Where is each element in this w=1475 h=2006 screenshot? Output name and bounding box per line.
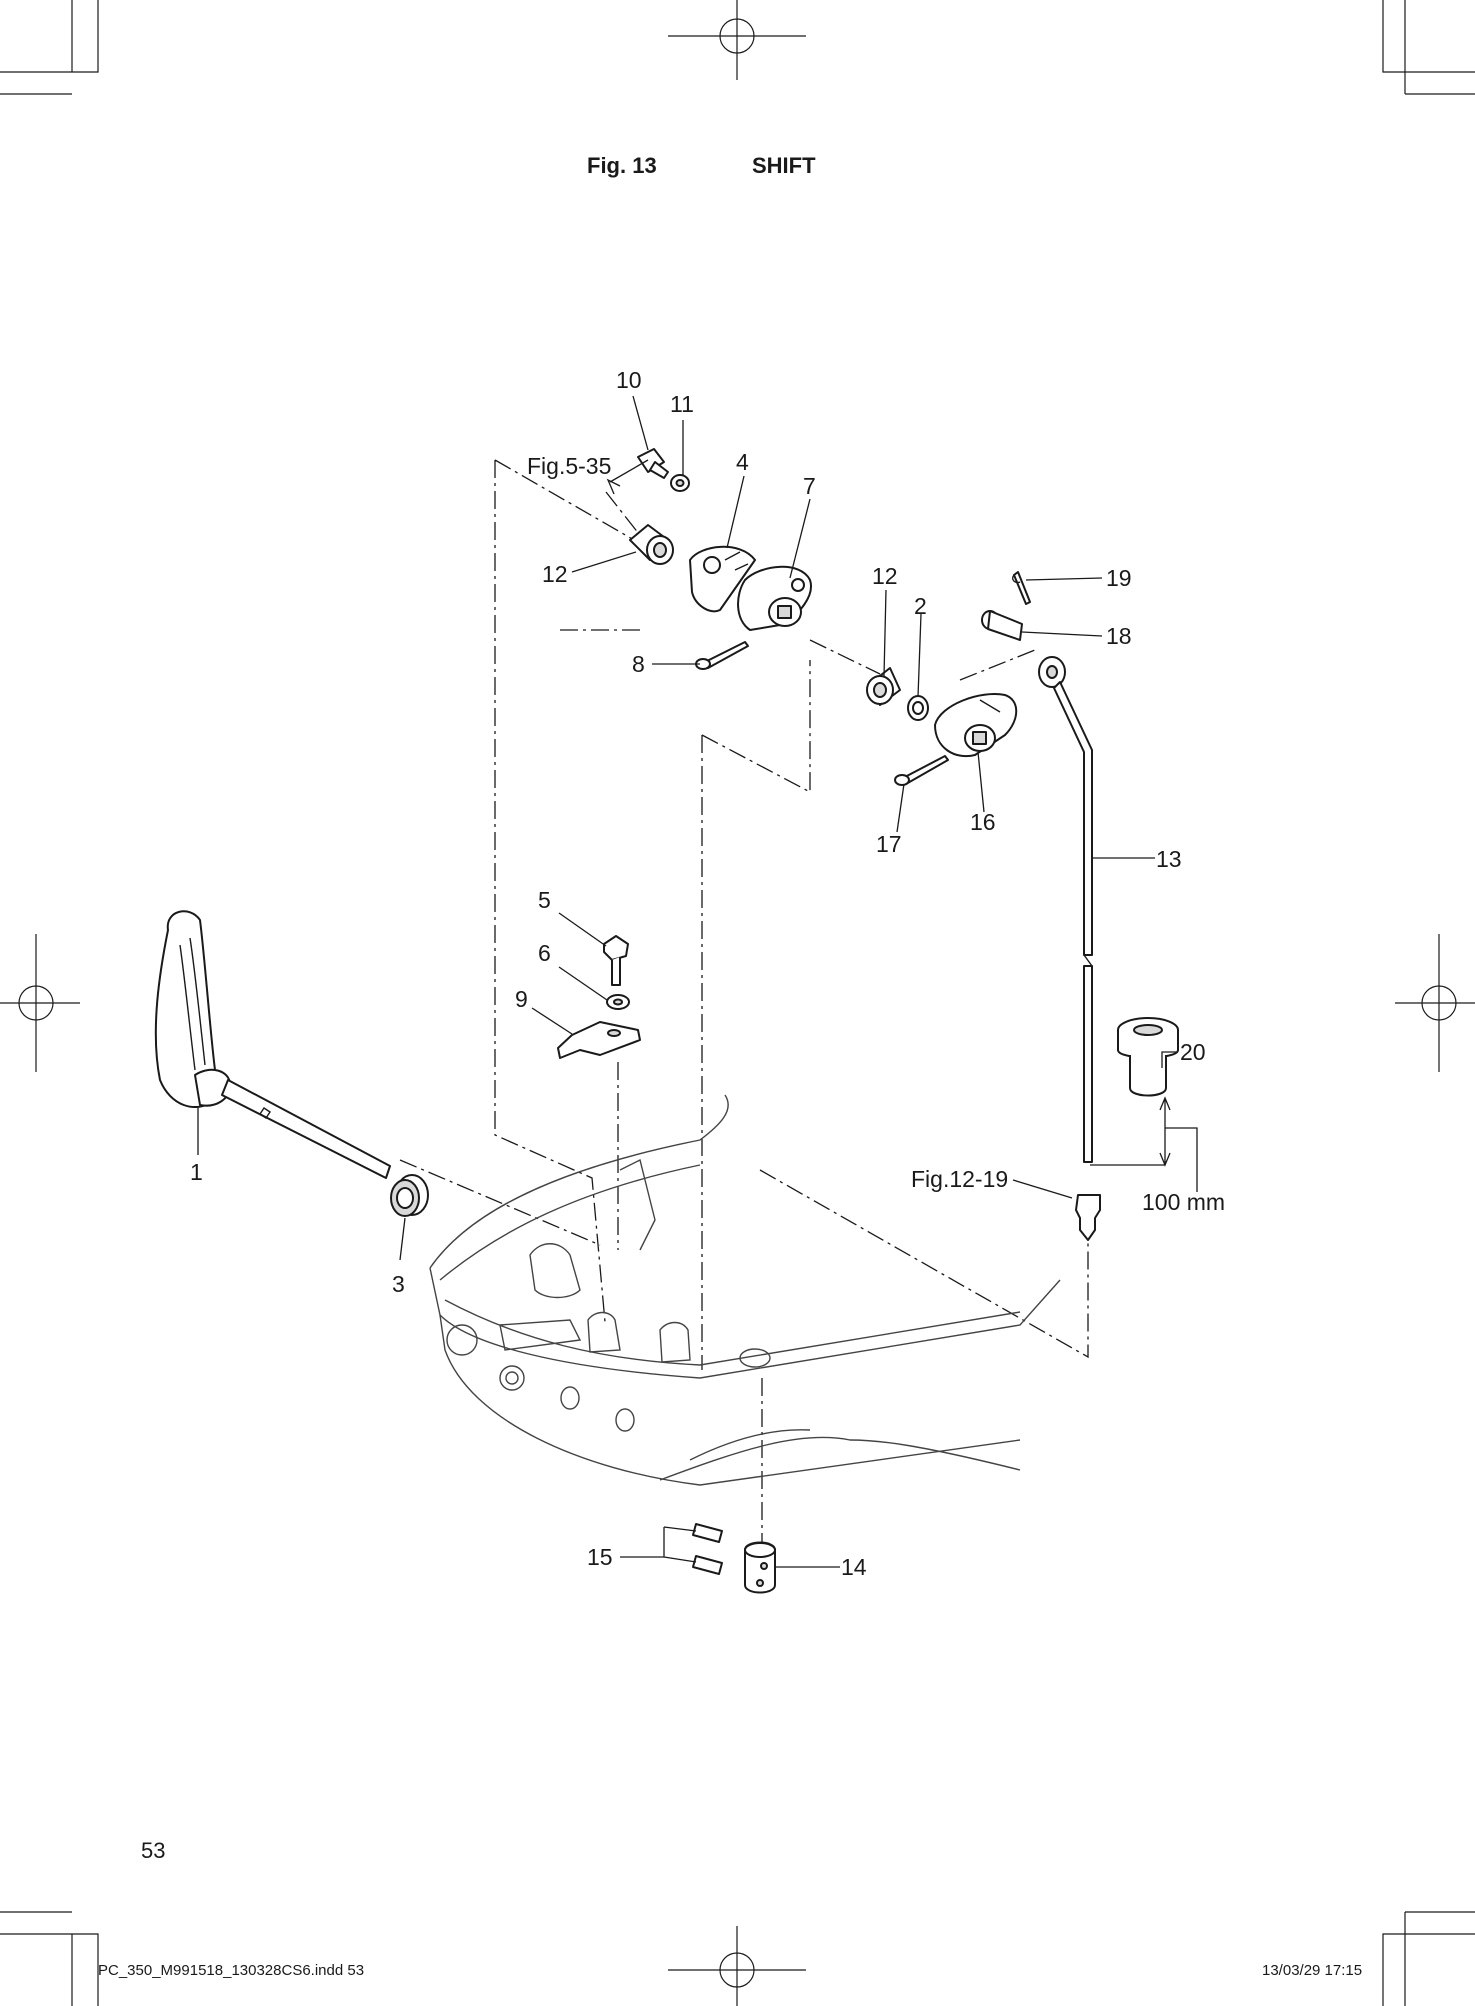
- callout-5: 5: [538, 887, 551, 913]
- callout-19: 19: [1106, 565, 1132, 591]
- callout-8: 8: [632, 651, 645, 677]
- phantom-lines: [399, 459, 1089, 1546]
- part-6-washer: [606, 994, 630, 1010]
- callout-6: 6: [538, 940, 551, 966]
- callout-17: 17: [876, 831, 902, 857]
- page-number: 53: [141, 1838, 165, 1863]
- callout-13: 13: [1156, 846, 1182, 872]
- callout-1: 1: [190, 1159, 203, 1185]
- leader-lines: [197, 395, 1178, 1568]
- part-15-pins: [692, 1523, 723, 1575]
- part-1-shift-handle: [154, 910, 391, 1179]
- part-13-shift-rod: [1038, 656, 1093, 1163]
- dimension-label: 100 mm: [1142, 1189, 1225, 1215]
- callout-16: 16: [970, 809, 996, 835]
- ref-fig-5-35: Fig.5-35: [527, 453, 611, 479]
- file-slug: PC_350_M991518_130328CS6.indd 53: [98, 1962, 364, 1979]
- part-5-bolt: [603, 935, 629, 986]
- ref-connector: [1075, 1194, 1101, 1241]
- dimension-100mm: [1090, 1096, 1198, 1192]
- part-7-lever-arm: [737, 565, 812, 631]
- ref-fig-12-19: Fig.12-19: [911, 1166, 1008, 1192]
- part-9-retainer-plate: [557, 1021, 641, 1059]
- callout-20: 20: [1180, 1039, 1206, 1065]
- part-20-grommet: [1117, 1017, 1179, 1097]
- part-18-clevis-pin: [981, 610, 1023, 641]
- part-3-oil-seal: [390, 1174, 429, 1217]
- part-17-cotter-pin: [894, 755, 949, 786]
- callout-15: 15: [587, 1544, 613, 1570]
- print-timestamp: 13/03/29 17:15: [1262, 1962, 1362, 1979]
- callout-9: 9: [515, 986, 528, 1012]
- figure-title: SHIFT: [752, 153, 816, 178]
- part-19-cotter-pin: [1011, 571, 1031, 605]
- part-14-collar: [744, 1541, 776, 1594]
- callout-12-upper: 12: [542, 561, 568, 587]
- lower-cowl: [429, 1094, 1061, 1486]
- part-8-cotter-pin: [695, 641, 749, 670]
- callout-2: 2: [914, 593, 927, 619]
- callout-11: 11: [670, 391, 694, 417]
- callout-10: 10: [616, 367, 642, 393]
- part-16-shift-arm: [934, 693, 1018, 758]
- figure-number: Fig. 13: [587, 153, 657, 178]
- part-11-washer: [670, 474, 690, 492]
- callout-3: 3: [392, 1271, 405, 1297]
- callout-14: 14: [841, 1554, 867, 1580]
- part-12-bushing-upper: [629, 524, 674, 565]
- part-10-bolt: [637, 448, 669, 479]
- callout-7: 7: [803, 473, 816, 499]
- part-2-washer: [907, 695, 929, 721]
- callout-12-lower: 12: [872, 563, 898, 589]
- callout-4: 4: [736, 449, 749, 475]
- part-4-bracket: [689, 545, 756, 613]
- callout-18: 18: [1106, 623, 1132, 649]
